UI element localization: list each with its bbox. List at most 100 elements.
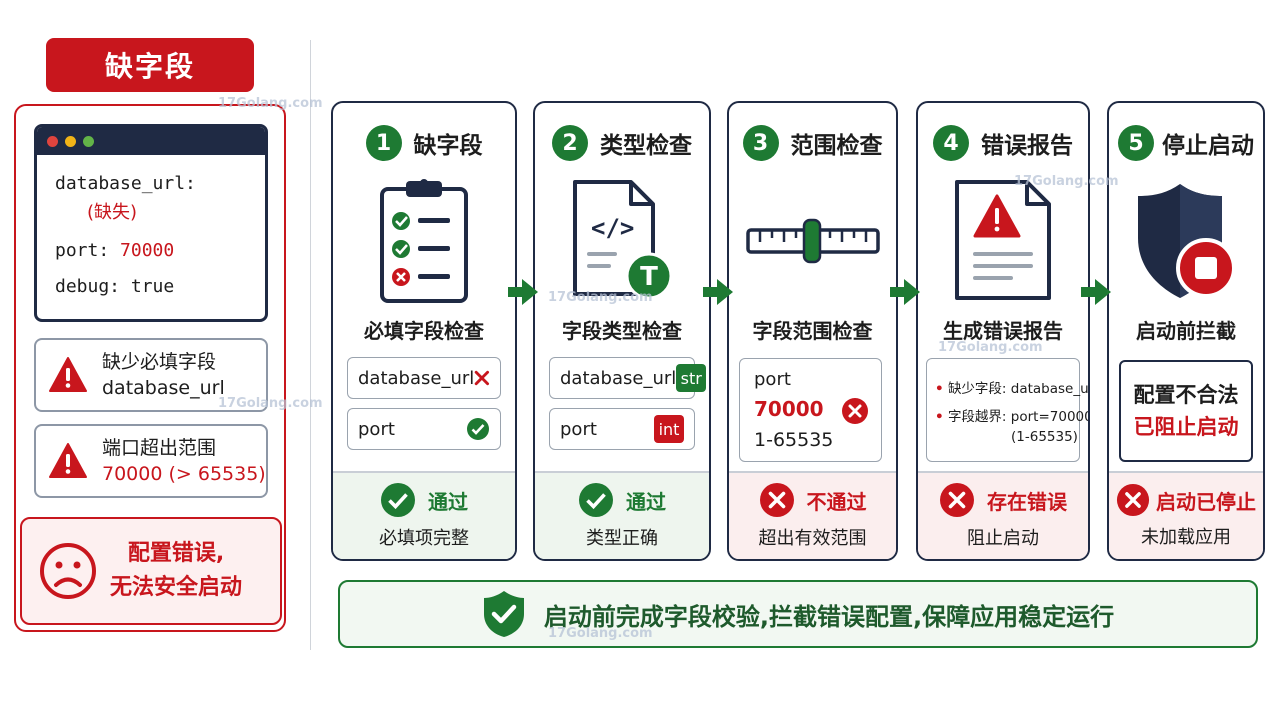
flow-arrow-icon [703,279,733,305]
step-card-4: 4 错误报告 生成错误报告 • 缺少字段: database_url • 字段越… [916,101,1090,561]
range-slider-icon [745,218,880,264]
step-title: 错误报告 [981,133,1073,159]
step-result: 通过 必填项完整 [333,471,515,559]
code-line-port: port: 70000 [55,233,265,269]
panel-divider [310,40,311,650]
error-range-title: 端口超出范围 [102,437,217,459]
banner-text: 启动前完成字段校验,拦截错误配置,保障应用稳定运行 [543,602,1115,631]
report-line-range: 字段越界: port=70000 [947,409,1090,425]
shield-check-icon [483,591,524,637]
step-subtitle: 字段范围检查 [752,319,873,343]
flow-arrow-icon [1081,279,1111,305]
field-name: database_url [560,367,677,389]
startup-blocked-box: 配置不合法 已阻止启动 [1119,360,1253,462]
code-port-value: 70000 [120,240,175,261]
step-note: 类型正确 [586,528,658,549]
summary-line-2: 无法安全启动 [110,575,243,600]
step-result: 启动已停止 未加载应用 [1109,471,1263,559]
step-subtitle: 生成错误报告 [943,319,1063,343]
error-port-range: 端口超出范围 70000 (> 65535) [34,424,268,498]
step-card-5: 5 停止启动 启动前拦截 配置不合法 已阻止启动 启动已停止 未加载应用 [1107,101,1265,561]
step-subtitle: 启动前拦截 [1136,319,1236,343]
sad-face-icon [40,543,96,599]
step-number: 5 [1118,125,1154,161]
cross-circle-icon [940,483,974,517]
warning-icon [49,357,87,392]
type-letter: T [640,262,658,292]
window-titlebar [37,127,265,155]
watermark: 17Golang.com [218,396,323,411]
cross-circle-icon [759,483,794,517]
step-note: 超出有效范围 [758,528,867,549]
config-code-window: database_url: (缺失) port: 70000 debug: tr… [34,124,268,322]
code-line-debug: debug: true [55,276,175,297]
svg-text:</>: </> [591,214,634,242]
minimize-dot-icon [65,135,76,147]
field-check-port: port [347,408,501,450]
flow-arrow-icon [508,279,538,305]
step-subtitle: 必填字段检查 [364,319,484,343]
watermark: 17Golang.com [548,290,653,305]
watermark: 17Golang.com [938,340,1043,355]
summary-line-1: 配置错误, [127,541,225,566]
step-title: 停止启动 [1162,133,1254,159]
step-result: 通过 类型正确 [535,471,709,559]
type-tag-int: int [654,415,684,443]
code-file-type-icon: </> T [573,180,673,300]
step-card-3: 3 范围检查 字段范围检查 port 70000 1-65535 不通过 超出有… [727,101,898,561]
step-status: 不通过 [806,489,867,514]
step-note: 必填项完整 [379,528,469,549]
flow-arrow-icon [890,279,920,305]
left-panel-title: 缺字段 [46,38,254,92]
field-name: port [560,418,597,440]
report-line-limit: (1-65535) [1011,429,1078,445]
code-missing-value: (缺失) [87,202,138,223]
config-error-summary: 配置错误, 无法安全启动 [20,517,282,625]
watermark: 17Golang.com [218,96,323,111]
step-title: 范围检查 [790,133,883,159]
step-result: 存在错误 阻止启动 [918,471,1088,559]
close-dot-icon [47,135,58,147]
check-circle-icon [467,418,489,440]
step-note: 阻止启动 [967,528,1039,549]
step-status: 启动已停止 [1156,489,1256,514]
step-status: 通过 [428,489,468,514]
watermark: 17Golang.com [1014,174,1119,189]
step-card-1: 1 缺字段 必填字段检查 database_url port 通过 必填项完整 [331,101,517,561]
maximize-dot-icon [83,135,94,147]
step-subtitle: 字段类型检查 [562,319,682,343]
shield-stop-icon [1138,184,1236,298]
check-circle-icon [381,483,415,517]
field-type-port: port int [549,408,695,450]
step-title: 类型检查 [600,133,692,159]
field-name: port [358,418,395,440]
field-check-database-url: database_url [347,357,501,399]
error-missing-field: 缺少必填字段 database_url [34,338,268,412]
left-panel-frame [14,104,286,632]
type-tag-str: str [676,364,707,392]
step-number: 1 [365,125,402,161]
cross-icon [474,370,490,386]
step-status: 通过 [626,489,666,514]
step-number: 3 [742,125,779,161]
report-line-missing: 缺少字段: database_url [947,381,1090,397]
bottom-summary-banner: 启动前完成字段校验,拦截错误配置,保障应用稳定运行 [338,580,1258,648]
check-circle-icon [579,483,613,517]
range-limit: 1-65535 [754,429,834,451]
range-check-port: port 70000 1-65535 [739,358,882,462]
code-line-database-url: database_url: [55,173,196,194]
block-line-1: 配置不合法 [1133,383,1239,407]
warning-icon [49,443,87,478]
block-line-2: 已阻止启动 [1133,415,1239,439]
watermark: 17Golang.com [548,626,653,641]
cross-circle-icon [842,398,868,424]
field-type-database-url: database_url str [549,357,707,399]
step-status: 存在错误 [987,489,1067,514]
cross-circle-icon [1116,483,1150,517]
range-field-name: port [754,369,791,390]
step-card-2: 2 类型检查 </> T 字段类型检查 database_url str por… [533,101,711,561]
error-report-document-icon [955,180,1051,300]
error-missing-title: 缺少必填字段 [102,351,217,373]
step-result: 不通过 超出有效范围 [729,471,896,559]
clipboard-checklist-icon [380,179,468,303]
